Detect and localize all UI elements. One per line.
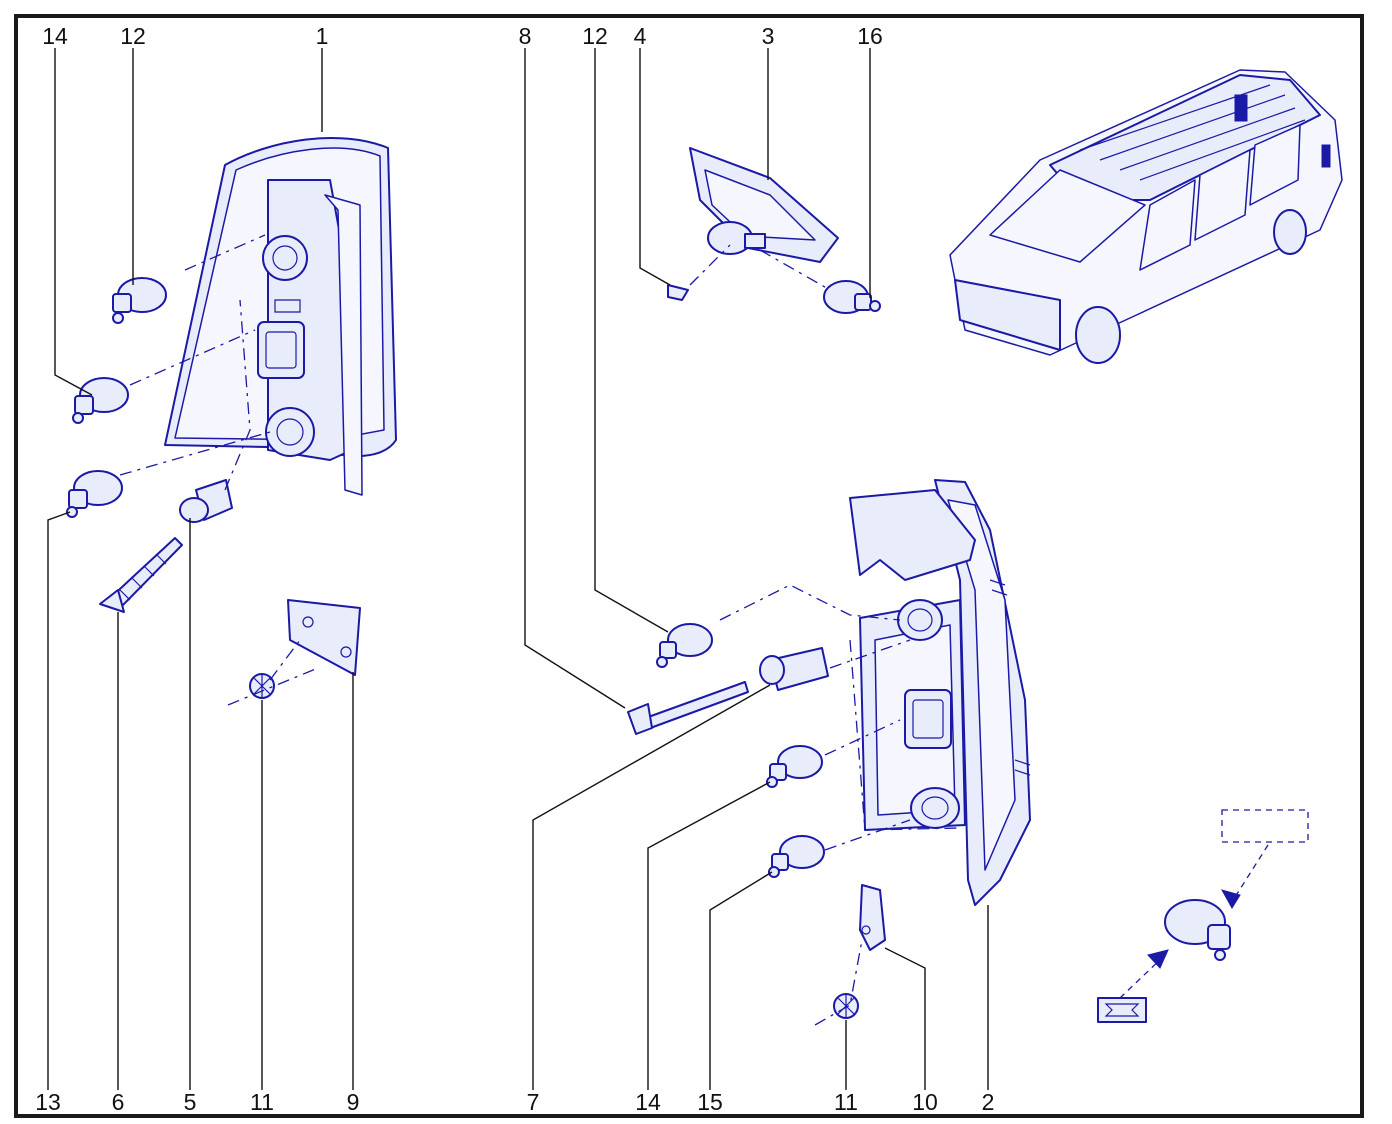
licence-lamp-3 bbox=[689, 147, 839, 263]
label-bottom-7: 7 bbox=[527, 1089, 540, 1115]
clip-11-right bbox=[833, 993, 859, 1019]
right-tail-lamp bbox=[849, 479, 1031, 906]
plate-10-right bbox=[859, 884, 886, 951]
screw-4 bbox=[667, 284, 689, 301]
left-tail-lamp bbox=[164, 136, 397, 496]
label-top-14: 14 bbox=[42, 23, 68, 49]
bulb-12-right bbox=[656, 623, 713, 668]
label-top-16: 16 bbox=[857, 23, 883, 49]
bulb-holder-5-left bbox=[179, 479, 233, 523]
label-bottom-11: 11 bbox=[250, 1089, 274, 1115]
label-top-4: 4 bbox=[634, 23, 647, 49]
bulb-14-right bbox=[766, 745, 823, 788]
bulb-holder-7-right bbox=[759, 647, 829, 691]
clip-11-left bbox=[249, 673, 275, 699]
label-top-12b: 12 bbox=[582, 23, 608, 49]
label-bottom-13: 13 bbox=[35, 1089, 61, 1115]
label-bottom-2: 2 bbox=[982, 1089, 995, 1115]
label-top-3: 3 bbox=[762, 23, 775, 49]
screw-8-right bbox=[627, 681, 749, 735]
label-top-1: 1 bbox=[316, 23, 329, 49]
label-bottom-9: 9 bbox=[347, 1089, 360, 1115]
bulb-15-right bbox=[768, 835, 825, 878]
vehicle-illustration bbox=[949, 69, 1343, 364]
plate-9-left bbox=[287, 599, 361, 676]
callout-labels-bottom: 13 6 5 11 9 7 14 15 11 10 2 bbox=[35, 1089, 994, 1115]
bulb-16 bbox=[823, 280, 881, 314]
label-bottom-14: 14 bbox=[635, 1089, 661, 1115]
label-bottom-15: 15 bbox=[697, 1089, 723, 1115]
label-bottom-10: 10 bbox=[912, 1089, 938, 1115]
label-top-8: 8 bbox=[519, 23, 532, 49]
label-bottom-5: 5 bbox=[184, 1089, 197, 1115]
bulb-13-left bbox=[66, 470, 123, 518]
callout-labels-top: 14 12 1 8 12 4 3 16 bbox=[42, 23, 883, 49]
leader-lines bbox=[47, 48, 989, 1090]
label-bottom-6: 6 bbox=[112, 1089, 125, 1115]
bulb-12-left bbox=[112, 277, 167, 324]
label-bottom-11b: 11 bbox=[834, 1089, 858, 1115]
bulb-14-left bbox=[72, 377, 129, 424]
screw-6-left bbox=[99, 537, 183, 613]
label-top-12: 12 bbox=[120, 23, 146, 49]
bulb-replacement-symbol bbox=[1097, 809, 1309, 1023]
